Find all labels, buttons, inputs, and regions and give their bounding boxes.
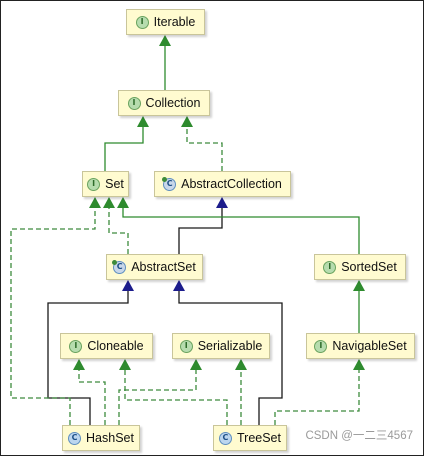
- class-icon: C: [218, 431, 232, 445]
- node-iterable[interactable]: I Iterable: [126, 9, 205, 35]
- node-label: Serializable: [197, 339, 263, 353]
- node-serializable[interactable]: I Serializable: [172, 333, 270, 359]
- edge-treeset-navigableset-arrowhead: [353, 359, 365, 370]
- node-label: Iterable: [153, 15, 196, 29]
- edge-hashset-serializable: [118, 369, 197, 425]
- edge-treeset-cloneable-arrowhead: [119, 359, 131, 370]
- node-navigable-set[interactable]: I NavigableSet: [306, 333, 415, 359]
- edge-navigableset-sortedset-arrowhead: [353, 280, 365, 291]
- edge-treeset-cloneable: [124, 369, 228, 425]
- interface-icon: I: [323, 260, 337, 274]
- edge-treeset-navigableset: [274, 369, 360, 425]
- node-abstract-set[interactable]: C AbstractSet: [106, 254, 203, 280]
- interface-icon: I: [127, 96, 141, 110]
- node-label: Cloneable: [87, 339, 144, 353]
- edge-set-collection: [104, 126, 144, 171]
- node-set[interactable]: I Set: [82, 171, 129, 197]
- edge-hashset-serializable-arrowhead: [190, 359, 202, 370]
- edge-hashset-set: [10, 207, 96, 425]
- node-abstract-collection[interactable]: C AbstractCollection: [154, 171, 291, 197]
- node-label: SortedSet: [341, 260, 397, 274]
- edge-abstractset-set: [108, 207, 129, 254]
- node-tree-set[interactable]: C TreeSet: [213, 425, 287, 451]
- node-label: HashSet: [86, 431, 134, 445]
- watermark: CSDN @一二三4567: [305, 430, 413, 442]
- node-label: Collection: [145, 96, 201, 110]
- edge-treeset-abstractset: [178, 290, 283, 425]
- edge-hashset-abstractset: [47, 290, 129, 425]
- node-label: AbstractCollection: [181, 177, 282, 191]
- node-cloneable[interactable]: I Cloneable: [60, 333, 153, 359]
- node-hash-set[interactable]: C HashSet: [62, 425, 140, 451]
- edge-hashset-cloneable: [78, 369, 106, 425]
- class-icon: C: [68, 431, 82, 445]
- edge-treeset-serializable-arrowhead: [235, 359, 247, 370]
- edge-abstractset-abstractcollection-arrowhead: [216, 197, 228, 208]
- edge-hashset-set-arrowhead: [89, 197, 101, 208]
- node-label: AbstractSet: [131, 260, 196, 274]
- edge-treeset-abstractset-arrowhead: [173, 280, 185, 291]
- edge-set-collection-arrowhead: [137, 116, 149, 127]
- interface-icon: I: [179, 339, 193, 353]
- node-label: TreeSet: [236, 431, 281, 445]
- abstract-class-icon: C: [162, 176, 177, 191]
- edge-abstractset-set-arrowhead: [103, 197, 115, 208]
- node-label: NavigableSet: [332, 339, 407, 353]
- node-label: Set: [105, 177, 124, 191]
- edge-collection-iterable-arrowhead: [159, 35, 171, 46]
- node-sorted-set[interactable]: I SortedSet: [314, 254, 406, 280]
- edge-abstractset-abstractcollection: [178, 207, 223, 254]
- interface-icon: I: [87, 177, 101, 191]
- interface-icon: I: [69, 339, 83, 353]
- interface-icon: I: [135, 15, 149, 29]
- edge-abstractcollection-collection: [186, 126, 223, 171]
- edge-abstractcollection-collection-arrowhead: [181, 116, 193, 127]
- edge-sortedset-set-arrowhead: [117, 197, 129, 208]
- node-collection[interactable]: I Collection: [118, 90, 210, 116]
- edge-hashset-cloneable-arrowhead: [73, 359, 85, 370]
- edge-hashset-abstractset-arrowhead: [122, 280, 134, 291]
- abstract-class-icon: C: [112, 259, 127, 274]
- interface-icon: I: [314, 339, 328, 353]
- edge-sortedset-set: [122, 207, 360, 254]
